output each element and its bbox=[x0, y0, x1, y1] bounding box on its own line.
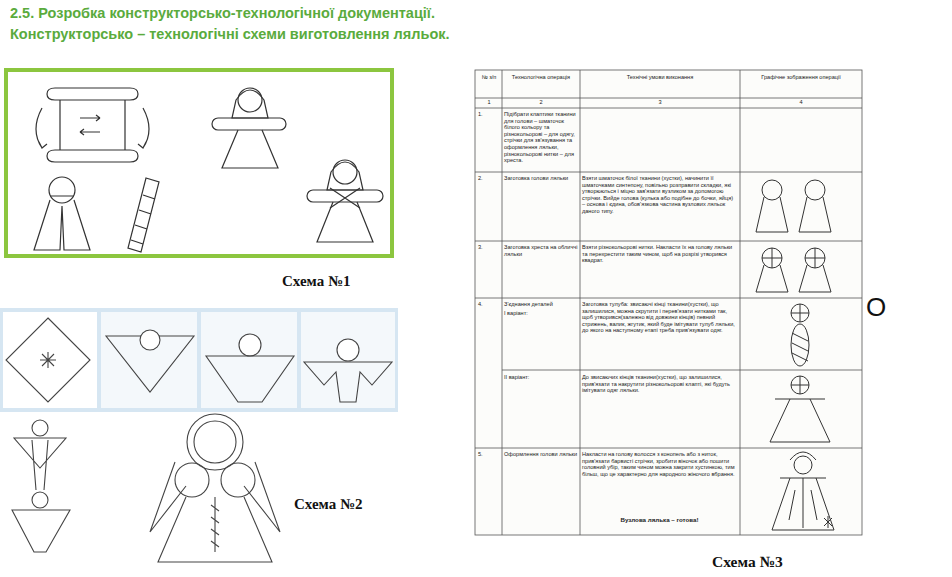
table-cell: 3 bbox=[581, 99, 739, 106]
table-cell: 3. bbox=[478, 244, 500, 251]
table-cell: I варіант: bbox=[504, 310, 578, 317]
table-cell: Накласти на голову волосся з конопель аб… bbox=[582, 451, 737, 477]
table-header: № з/п bbox=[476, 74, 502, 81]
table-cell: 2. bbox=[478, 175, 500, 182]
scheme-label: Схема №2 bbox=[294, 495, 414, 513]
scheme-three-table bbox=[475, 70, 862, 535]
table-header: Графічне зображення операції bbox=[741, 74, 861, 81]
table-cell: 2 bbox=[503, 99, 579, 106]
table-cell: II варіант: bbox=[504, 374, 578, 381]
table-cell: 4. bbox=[478, 301, 500, 308]
operation-sketches bbox=[756, 180, 834, 530]
table-cell: Заготовка тулуба: звисаючі кінці тканини… bbox=[582, 301, 737, 334]
table-header: Технічні умови виконання bbox=[581, 74, 739, 81]
table-cell: Оформлення голови ляльки bbox=[504, 451, 578, 458]
scheme-label: Схема №1 bbox=[282, 272, 402, 290]
table-cell: Вузлова лялька – готова! bbox=[582, 516, 737, 523]
scheme-two bbox=[0, 308, 398, 562]
table-cell: Підібрати клаптики тканини для голови – … bbox=[504, 111, 578, 164]
scheme-one bbox=[6, 70, 392, 256]
table-cell: 1 bbox=[476, 99, 502, 106]
table-cell: Взяти шматочок білої тканини (хустки), н… bbox=[582, 175, 737, 215]
subtitle: Конструкторсько – технологічні схеми виг… bbox=[10, 26, 450, 43]
table-cell: 4 bbox=[741, 99, 861, 106]
table-cell: З'єднання деталей bbox=[504, 301, 578, 308]
stray-letter: O bbox=[866, 292, 886, 323]
table-cell: Заготовка голови ляльки bbox=[504, 175, 578, 182]
table-cell: Заготовка хреста на обличчі ляльки bbox=[504, 244, 578, 257]
table-cell: Взяти різнокольорові нитки. Накласти їх … bbox=[582, 244, 737, 264]
table-cell: До звисаючих кінців тканини(хустки), що … bbox=[582, 374, 737, 394]
page-title: 2.5. Розробка конструкторсько-технологіч… bbox=[10, 5, 435, 21]
table-cell: 1. bbox=[478, 111, 500, 118]
table-cell: 5. bbox=[478, 451, 500, 458]
scheme-label: Схема №3 bbox=[712, 553, 842, 572]
table-header: Технологічна операція bbox=[503, 74, 579, 81]
